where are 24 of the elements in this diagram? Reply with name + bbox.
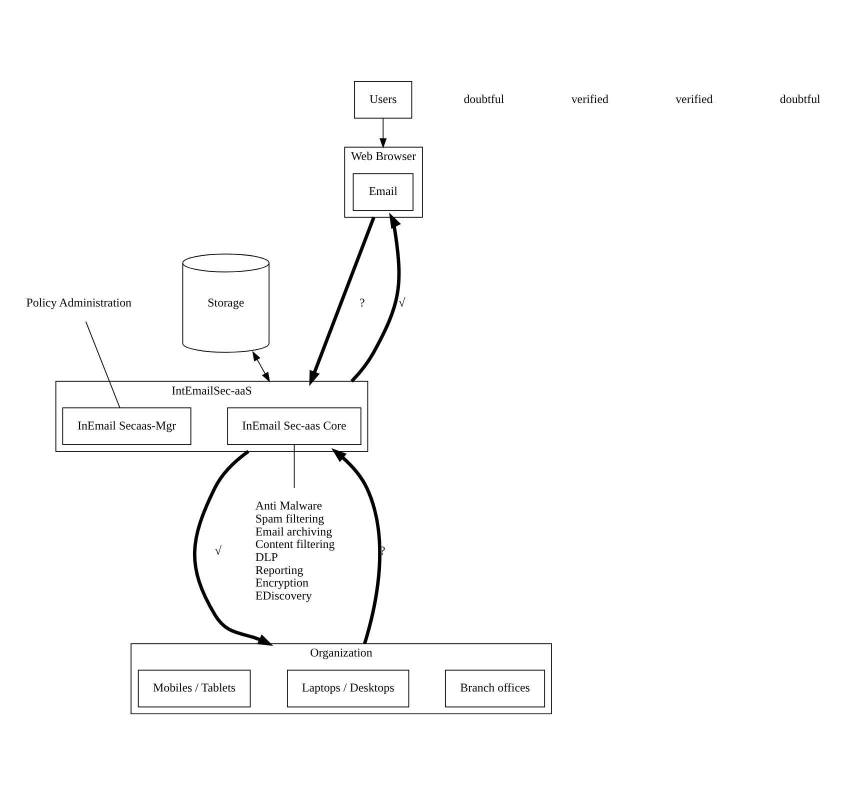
connector — [294, 444, 295, 488]
edge-label: ? — [360, 294, 365, 309]
arrow — [380, 117, 387, 148]
arrow — [350, 212, 401, 382]
node-box: Mobiles / Tablets — [138, 669, 251, 707]
node-text: Anti Malware Spam filtering Email archiving Content filtering DLP Reporting Encryption EDiscovery — [255, 498, 335, 602]
arrow — [309, 216, 376, 386]
node-box: Laptops / Desktops — [287, 669, 410, 707]
arrow — [192, 450, 274, 646]
connector — [85, 320, 120, 408]
label: doubtful — [464, 91, 504, 106]
node-box: Branch offices — [445, 669, 546, 707]
label: doubtful — [780, 91, 820, 106]
arrow — [252, 350, 270, 382]
label: verified — [571, 91, 608, 106]
node-box: Users — [354, 80, 412, 118]
node-box: Email — [352, 172, 414, 210]
arrow — [331, 448, 382, 644]
node-text: Policy Administration — [26, 294, 132, 309]
node-box: InEmail Sec-aas Core — [227, 406, 362, 444]
node-box: InEmail Secaas-Mgr — [62, 406, 192, 444]
edge-label: √ — [214, 543, 222, 558]
label: verified — [676, 91, 713, 106]
edge-label: √ — [398, 294, 406, 309]
